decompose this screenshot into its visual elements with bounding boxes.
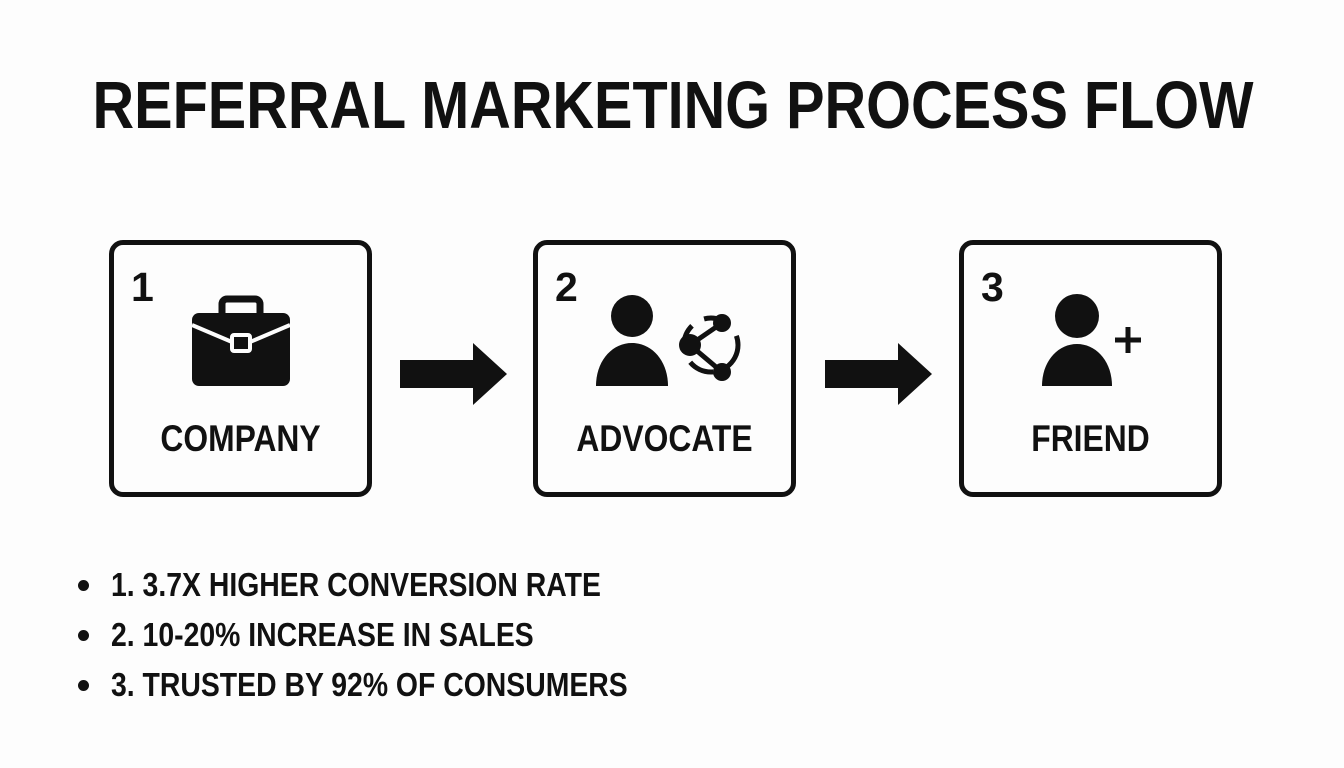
bullet-icon xyxy=(78,630,89,641)
bullet-icon xyxy=(78,680,89,691)
arrow-right-icon xyxy=(825,343,933,405)
step-advocate-box: 2 ADVOCATE xyxy=(533,240,796,497)
step-label-advocate: ADVOCATE xyxy=(576,418,753,459)
step-label-friend: FRIEND xyxy=(1031,418,1150,459)
page-title: REFERRAL MARKETING PROCESS FLOW xyxy=(92,68,1254,143)
step-company-box: 1 COMPANY xyxy=(109,240,372,497)
stat-text: 3. TRUSTED BY 92% OF CONSUMERS xyxy=(111,666,628,703)
step-number: 1 xyxy=(131,264,154,310)
step-label-company: COMPANY xyxy=(160,418,321,459)
step-number: 2 xyxy=(555,264,578,310)
bullet-icon xyxy=(78,580,89,591)
person-share-icon xyxy=(538,285,791,395)
stat-text: 1. 3.7X HIGHER CONVERSION RATE xyxy=(111,566,601,603)
stat-text: 2. 10-20% INCREASE IN SALES xyxy=(111,616,534,653)
arrow-right-icon xyxy=(400,343,508,405)
step-friend-box: 3 FRIEND xyxy=(959,240,1222,497)
briefcase-icon xyxy=(114,285,367,395)
person-add-icon xyxy=(964,285,1217,395)
step-number: 3 xyxy=(981,264,1004,310)
